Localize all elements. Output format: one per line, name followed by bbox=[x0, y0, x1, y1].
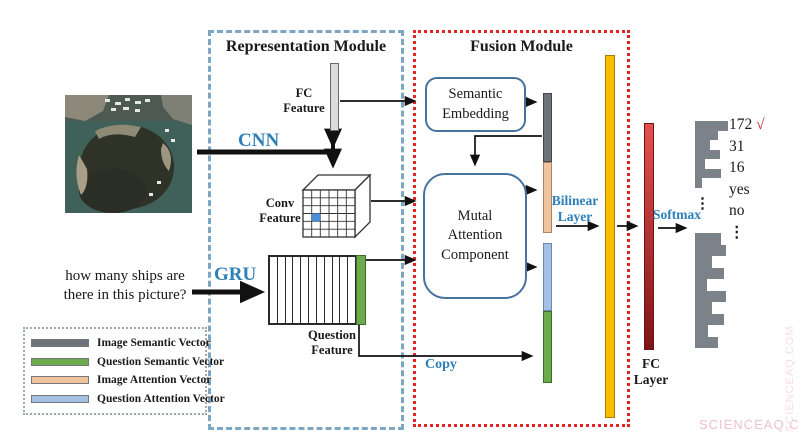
watermark: SCIENCEAQ.COM bbox=[699, 417, 800, 432]
fc-layer-label: FC Layer bbox=[633, 356, 669, 388]
satellite-image bbox=[65, 95, 192, 213]
histogram-bar bbox=[695, 279, 707, 291]
answer-ellipsis: ⋮ bbox=[729, 223, 745, 241]
copy-arrow bbox=[358, 325, 534, 362]
answer-list: 172 √ 31 16 yes no ⋮ bbox=[729, 114, 765, 243]
histogram-bar bbox=[695, 290, 726, 302]
histogram-bar bbox=[695, 233, 721, 245]
histogram-bar bbox=[695, 140, 710, 150]
histogram-bar bbox=[695, 121, 728, 131]
softmax-label: Softmax bbox=[653, 207, 701, 222]
cnn-label: CNN bbox=[238, 130, 280, 151]
highlighted-conv-cell bbox=[311, 213, 321, 222]
mutal-attention-component-box: Mutal Attention Component bbox=[423, 173, 527, 299]
gru-label: GRU bbox=[214, 264, 257, 285]
answer-item: 16 bbox=[729, 159, 745, 176]
histogram-bar bbox=[695, 267, 724, 279]
question-semantic-swatch bbox=[31, 357, 89, 366]
legend-row: Image Semantic Vector bbox=[31, 337, 211, 349]
gru-sequence-rect bbox=[268, 255, 357, 325]
legend-row: Image Attention Vector bbox=[31, 374, 211, 386]
question-feature-label: Question Feature bbox=[308, 328, 356, 357]
histogram-bar bbox=[695, 159, 705, 169]
bilinear-layer-bar bbox=[605, 55, 615, 418]
answer-item: 172 √ bbox=[729, 116, 765, 133]
satellite-image-art bbox=[65, 95, 192, 213]
bar-to-mac-elbow-arrow bbox=[469, 135, 542, 167]
fc-feature-label: FC Feature bbox=[283, 86, 325, 115]
conv-feature-cube bbox=[300, 172, 374, 242]
histogram-bar bbox=[695, 256, 712, 268]
question-attention-vector-bar bbox=[543, 243, 552, 311]
question-semantic-vector-bar-copy bbox=[543, 311, 552, 383]
image-semantic-vector-bar bbox=[543, 93, 552, 162]
legend-row: Question Attention Vector bbox=[31, 393, 225, 405]
legend-row: Question Semantic Vector bbox=[31, 356, 224, 368]
representation-module-frame bbox=[208, 30, 404, 430]
histogram-bar bbox=[695, 325, 708, 337]
histogram-bar bbox=[695, 302, 712, 314]
fusion-module-title: Fusion Module bbox=[470, 38, 573, 55]
histogram-bar bbox=[695, 168, 721, 178]
semantic-embedding-box: Semantic Embedding bbox=[425, 77, 526, 132]
legend: Image Semantic Vector Question Semantic … bbox=[23, 327, 225, 415]
histogram-bar bbox=[695, 149, 720, 159]
histogram-bar bbox=[695, 130, 718, 140]
answer-histogram-top bbox=[695, 121, 728, 188]
question-feature-bar bbox=[356, 255, 366, 325]
image-attention-swatch bbox=[31, 376, 89, 385]
fc-feature-bar bbox=[330, 63, 339, 131]
answer-item: 31 bbox=[729, 137, 745, 155]
histogram-bar bbox=[695, 244, 726, 256]
image-semantic-swatch bbox=[31, 339, 89, 348]
histogram-bar bbox=[695, 313, 724, 325]
question-attention-swatch bbox=[31, 394, 89, 403]
answer-item: yes bbox=[729, 180, 750, 198]
conv-feature-label: Conv Feature bbox=[259, 196, 301, 225]
watermark-vertical: SCIENCEAQ.COM bbox=[784, 325, 796, 432]
question-text: how many ships are there in this picture… bbox=[63, 268, 187, 303]
copy-label: Copy bbox=[425, 357, 457, 372]
histogram-bar bbox=[695, 178, 702, 188]
histogram-bar bbox=[695, 336, 718, 348]
fc-layer-bar bbox=[644, 123, 654, 350]
bilinear-layer-label: Bilinear Layer bbox=[551, 193, 599, 225]
answer-histogram-bottom bbox=[695, 233, 726, 348]
histogram-ellipsis: ⋮ bbox=[695, 196, 710, 212]
checkmark-icon: √ bbox=[756, 116, 765, 133]
image-attention-vector-bar bbox=[543, 162, 552, 233]
representation-module-title: Representation Module bbox=[225, 38, 387, 55]
answer-item: no bbox=[729, 202, 745, 219]
